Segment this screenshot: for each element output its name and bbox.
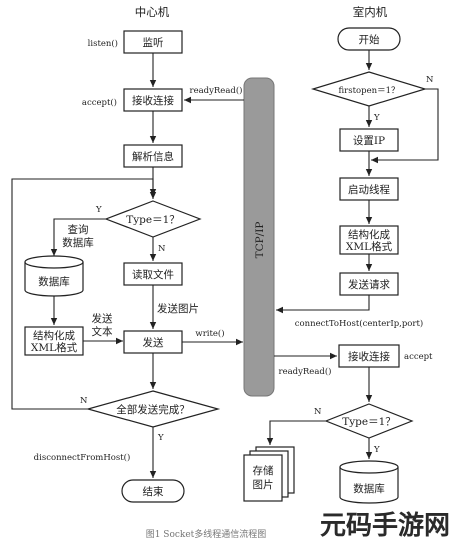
center-database-label: 数据库 (38, 275, 70, 288)
indoor-format-label-2: XML格式 (346, 240, 393, 253)
tcpip-bus-label: TCP/IP (254, 222, 266, 259)
connect-fn-label: connectToHost(centerIp,port) (295, 318, 423, 329)
indoor-database (339, 467, 399, 504)
accept-fn-label: accept() (82, 97, 117, 108)
indoor-accept-label: 接收连接 (348, 350, 390, 363)
start-thread-label: 启动线程 (348, 183, 390, 196)
center-type-yes: Y (95, 205, 102, 215)
center-format-label-1: 结构化成 (33, 329, 75, 342)
center-format-box (24, 326, 84, 356)
indoor-type-decision-label: Type＝1？ (342, 416, 396, 428)
parse-box-label: 解析信息 (132, 150, 174, 163)
start-terminator-label: 开始 (359, 33, 380, 46)
store-picture-label-1: 存储 (253, 464, 274, 477)
send-text-label-1: 发送 (92, 312, 113, 325)
listen-box-label: 监听 (143, 36, 164, 49)
indoor-accept-fn-label: accept (404, 352, 433, 362)
disconnect-fn-label: disconnectFromHost() (34, 452, 131, 463)
center-format-label-2: XML格式 (31, 341, 78, 354)
indoor-readyread-label: readyRead() (279, 366, 332, 377)
send-picture-label: 发送图片 (157, 302, 199, 315)
center-readyread-label: readyRead() (190, 85, 243, 96)
watermark: 元码手游网 (320, 511, 450, 541)
end-terminator (121, 479, 185, 503)
read-file-label: 读取文件 (132, 268, 174, 281)
indoor-type-no: N (314, 407, 322, 417)
indoor-machine-title: 室内机 (353, 5, 388, 19)
listen-fn-label: listen() (88, 38, 118, 49)
send-text-label-2: 文本 (92, 325, 113, 338)
query-label-2: 数据库 (62, 236, 94, 249)
center-type-decision-label: Type＝1？ (126, 214, 180, 226)
all-sent-decision-label: 全部发送完成？ (116, 403, 190, 416)
firstopen-no: N (426, 75, 434, 85)
end-terminator-label: 结束 (143, 485, 164, 498)
figure-caption: 图1 Socket多线程通信流程图 (146, 528, 267, 540)
all-sent-no: N (80, 396, 88, 406)
tcpip-bus (243, 77, 275, 397)
center-database (24, 262, 84, 297)
query-label-1: 查询 (68, 223, 89, 236)
send-request-label: 发送请求 (348, 278, 390, 291)
set-ip-label: 设置IP (353, 135, 385, 147)
all-sent-yes: Y (157, 433, 164, 443)
center-machine-title: 中心机 (135, 5, 170, 19)
store-picture-label-2: 图片 (253, 478, 274, 491)
indoor-type-yes: Y (373, 445, 380, 455)
indoor-database-label: 数据库 (353, 482, 385, 495)
firstopen-yes: Y (373, 113, 380, 123)
store-picture-docs (243, 446, 295, 502)
write-fn-label: write() (195, 328, 224, 339)
center-type-no: N (158, 244, 166, 254)
send-box-label: 发送 (143, 336, 164, 349)
firstopen-decision-label: firstopen＝1？ (339, 86, 400, 96)
indoor-format-label-1: 结构化成 (348, 228, 390, 241)
center-accept-box-label: 接收连接 (132, 94, 174, 107)
